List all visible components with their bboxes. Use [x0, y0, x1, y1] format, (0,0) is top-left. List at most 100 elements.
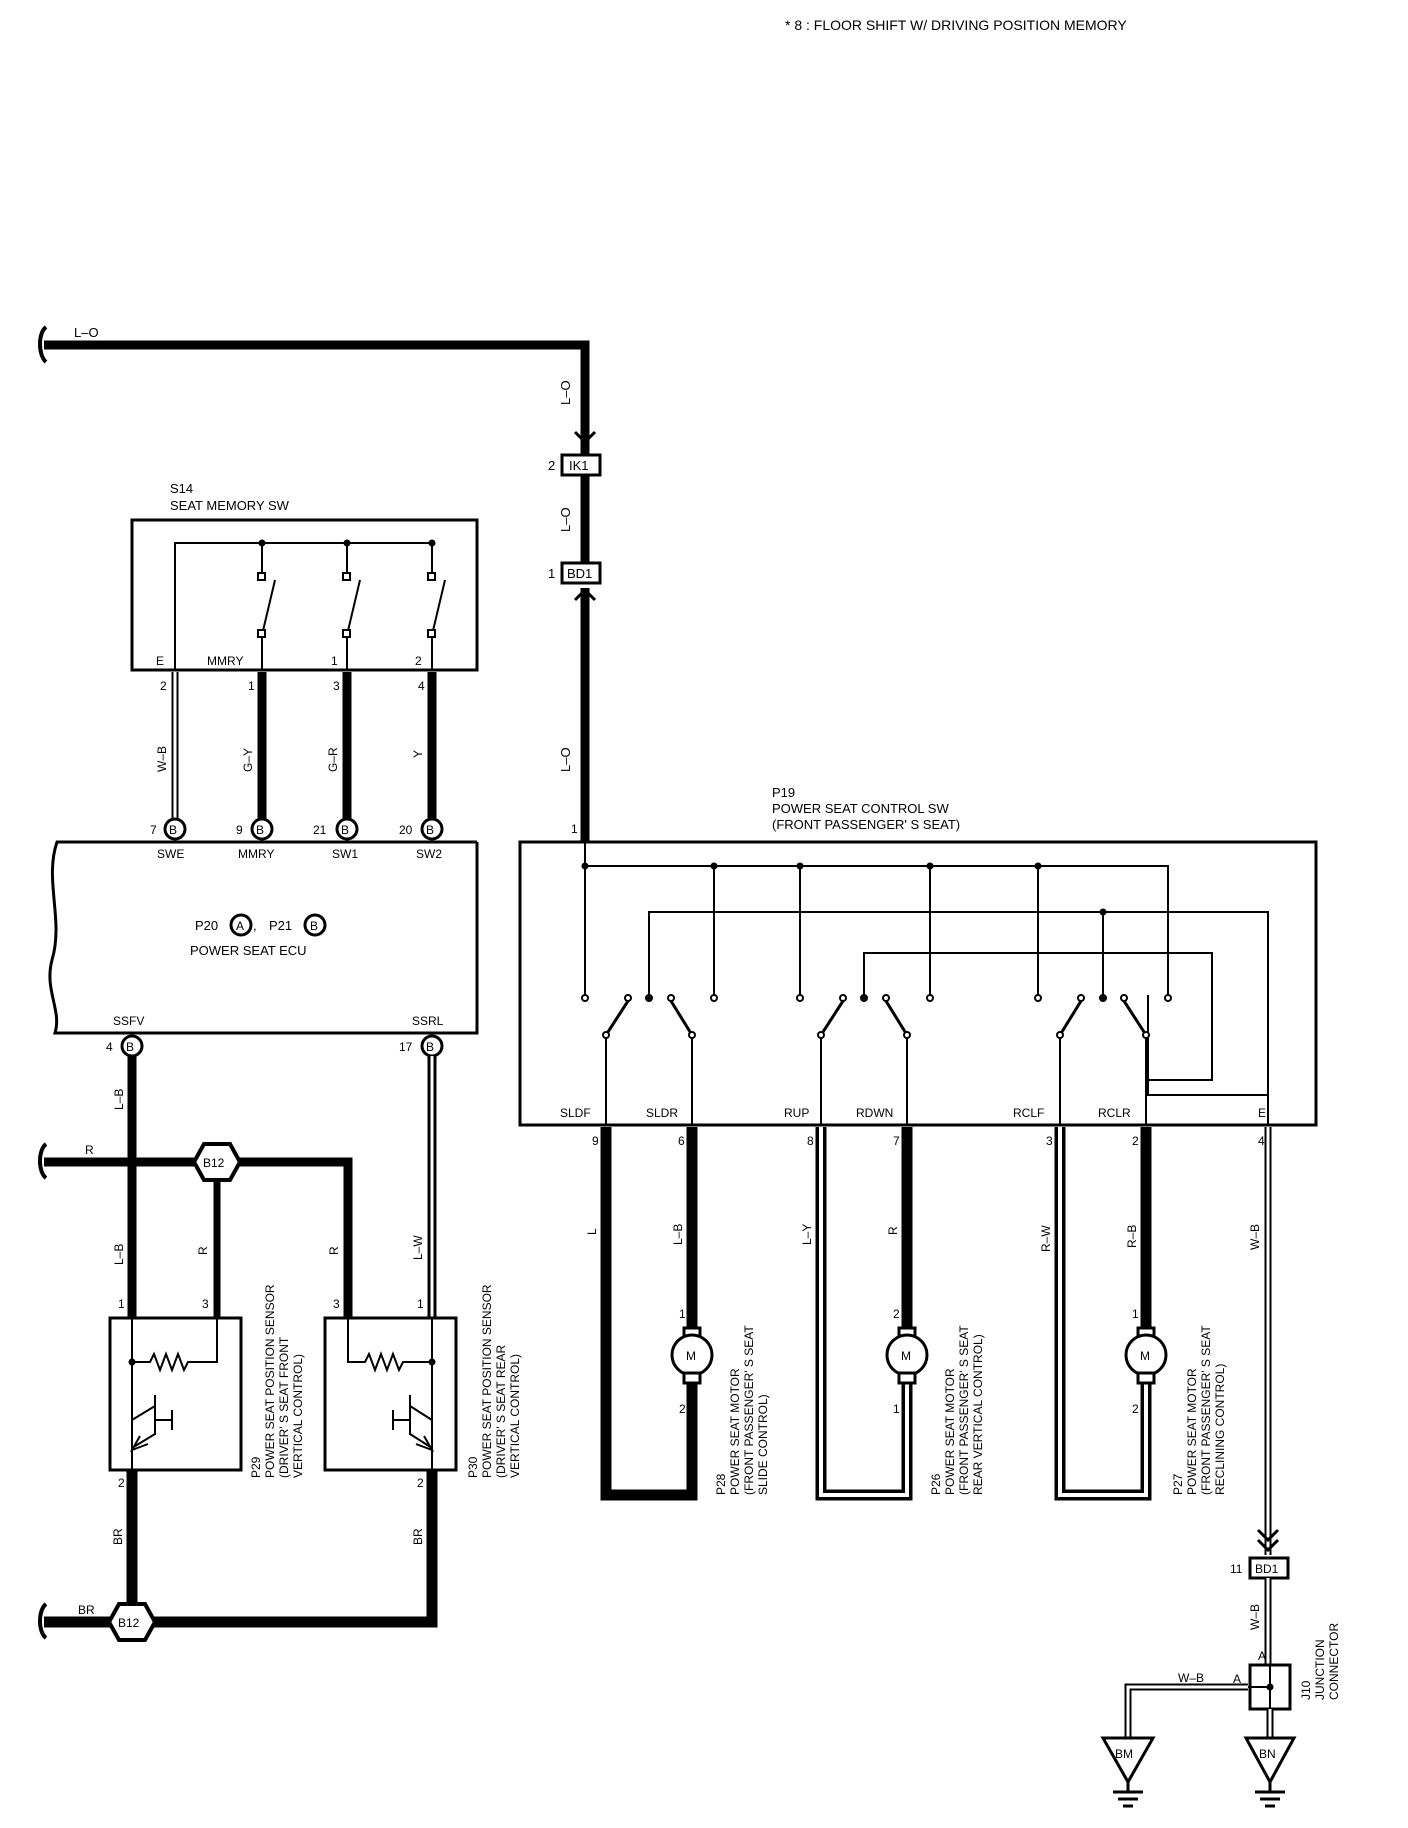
s14-terminal-e: E: [156, 654, 164, 668]
p19-sub: (FRONT PASSENGER' S SEAT): [772, 817, 960, 832]
svg-text:SLIDE CONTROL): SLIDE CONTROL): [756, 1394, 770, 1495]
connector-bd1-top: [560, 561, 602, 585]
ecu-terminal-sw2: SW2: [416, 847, 442, 861]
connector-arrow-bd1-bottom: [1256, 1528, 1280, 1543]
p19-terminal-sldr: SLDR: [646, 1106, 678, 1120]
s14-switch-mmry: [257, 572, 276, 670]
p27-pin-2: 2: [1132, 1402, 1139, 1416]
ground-bm: BM: [1100, 1736, 1156, 1808]
ecu-connector-pin-20: B: [420, 817, 444, 841]
p29-label: P29 POWER SEAT POSITION SENSOR (DRIVER' …: [249, 1284, 305, 1478]
ecu-pin-9: 9: [236, 823, 243, 837]
wire-label-wb-bm: W–B: [1178, 1671, 1204, 1685]
p19-input-pin: 1: [571, 822, 578, 836]
ecu-terminal-ssrl: SSRL: [412, 1014, 444, 1028]
p29-pin-3: 3: [202, 1297, 209, 1311]
svg-text:B: B: [426, 823, 434, 837]
motor-p26: M: [885, 1326, 929, 1385]
wire-break-symbol: [38, 1142, 48, 1180]
p19-code: P19: [772, 785, 795, 800]
wire-l-sldf: [600, 1127, 698, 1501]
wire-label-gr: G–R: [326, 747, 340, 772]
p29-pin-1: 1: [118, 1297, 125, 1311]
p19-pin-sldf: 9: [592, 1134, 599, 1148]
j10-pin-a-left: A: [1233, 1672, 1241, 1686]
svg-text:(FRONT PASSENGER' S SEAT: (FRONT PASSENGER' S SEAT: [1199, 1325, 1213, 1495]
ecu-terminal-ssfv: SSFV: [113, 1014, 144, 1028]
s14-terminal-2: 2: [415, 654, 422, 668]
s14-common-bus: [174, 542, 432, 670]
ecu-pin-21: 21: [313, 823, 327, 837]
p19-box: [518, 840, 1318, 1127]
wire-r-feed: [44, 1157, 353, 1318]
p30-pin-1: 1: [417, 1297, 424, 1311]
svg-text:,: ,: [253, 918, 257, 933]
svg-text:P30: P30: [466, 1456, 480, 1478]
p19-terminal-rdwn: RDWN: [856, 1106, 893, 1120]
s14-pin-mmry: 1: [248, 679, 255, 693]
svg-text:M: M: [686, 1349, 696, 1363]
p19-terminal-e: E: [1258, 1106, 1266, 1120]
wire-label-lo-2: L–O: [558, 507, 573, 532]
ecu-connector-pin-7: B: [163, 817, 187, 841]
wire-label-lo-1: L–O: [558, 380, 573, 405]
p30-internals: [347, 1318, 436, 1470]
svg-text:BM: BM: [1115, 1747, 1133, 1761]
wire-label-r-p30: R: [327, 1246, 341, 1255]
wire-label-l: L: [585, 1228, 599, 1235]
ecu-pin-4: 4: [106, 1040, 113, 1054]
p19-terminal-rclr: RCLR: [1098, 1106, 1131, 1120]
wire-label-wb-j10: W–B: [1248, 1604, 1262, 1630]
ground-bn: BN: [1243, 1736, 1297, 1808]
svg-text:B: B: [341, 823, 349, 837]
ecu-connector-pin-9: B: [250, 817, 274, 841]
s14-pin-1: 3: [333, 679, 340, 693]
svg-text:VERTICAL CONTROL): VERTICAL CONTROL): [508, 1354, 522, 1478]
s14-code: S14: [170, 481, 193, 496]
connector-b12-top-label: B12: [203, 1156, 225, 1170]
s14-pin-e: 2: [160, 679, 167, 693]
connector-bd1-top-pin: 1: [548, 566, 555, 581]
svg-text:P21: P21: [269, 918, 292, 933]
p19-pin-rup: 8: [807, 1134, 814, 1148]
ecu-box: [48, 840, 479, 1035]
connector-ik1-label: IK1: [569, 458, 589, 473]
wire-label-gy: G–Y: [241, 748, 255, 772]
svg-text:M: M: [901, 1349, 911, 1363]
connector-bd1-top-label: BD1: [567, 566, 592, 581]
s14-junction-dot: [343, 539, 351, 547]
wire-label-r-p29: R: [196, 1246, 210, 1255]
s14-name: SEAT MEMORY SW: [170, 498, 290, 513]
s14-switch-1: [342, 572, 361, 670]
svg-text:P20: P20: [195, 918, 218, 933]
p26-label: P26 POWER SEAT MOTOR (FRONT PASSENGER' S…: [929, 1325, 985, 1495]
p29-box: [108, 1316, 243, 1472]
svg-text:B: B: [126, 1040, 134, 1054]
s14-junction-dot: [428, 539, 436, 547]
wire-label-ly: L–Y: [800, 1224, 814, 1245]
svg-text:POWER SEAT MOTOR: POWER SEAT MOTOR: [728, 1368, 742, 1495]
svg-text:P28: P28: [714, 1473, 728, 1495]
p29-internals: [128, 1318, 218, 1470]
wire-label-br-p29: BR: [111, 1528, 125, 1545]
p19-terminal-sldf: SLDF: [560, 1106, 591, 1120]
p30-box: [323, 1316, 458, 1472]
svg-text:(DRIVER' S SEAT REAR: (DRIVER' S SEAT REAR: [494, 1344, 508, 1478]
connector-b12-bottom-label: B12: [118, 1616, 140, 1630]
p19-pin-e: 4: [1258, 1134, 1265, 1148]
s14-terminal-mmry: MMRY: [207, 654, 243, 668]
svg-text:(DRIVER' S SEAT FRONT: (DRIVER' S SEAT FRONT: [277, 1336, 291, 1478]
svg-text:B: B: [426, 1040, 434, 1054]
motor-p28: M: [670, 1326, 714, 1385]
wire-label-wb-e: W–B: [1248, 1224, 1262, 1250]
wire-label-r-rdwn: R: [886, 1226, 900, 1235]
p28-pin-1: 1: [679, 1307, 686, 1321]
wire-label-br-p30: BR: [411, 1528, 425, 1545]
p19-terminal-rup: RUP: [784, 1106, 809, 1120]
svg-text:J10: J10: [1299, 1680, 1313, 1700]
p29-pin-2: 2: [118, 1476, 125, 1490]
p26-pin-2: 2: [893, 1307, 900, 1321]
wire-label-lw: L–W: [411, 1235, 425, 1260]
p19-pin-sldr: 6: [678, 1134, 685, 1148]
